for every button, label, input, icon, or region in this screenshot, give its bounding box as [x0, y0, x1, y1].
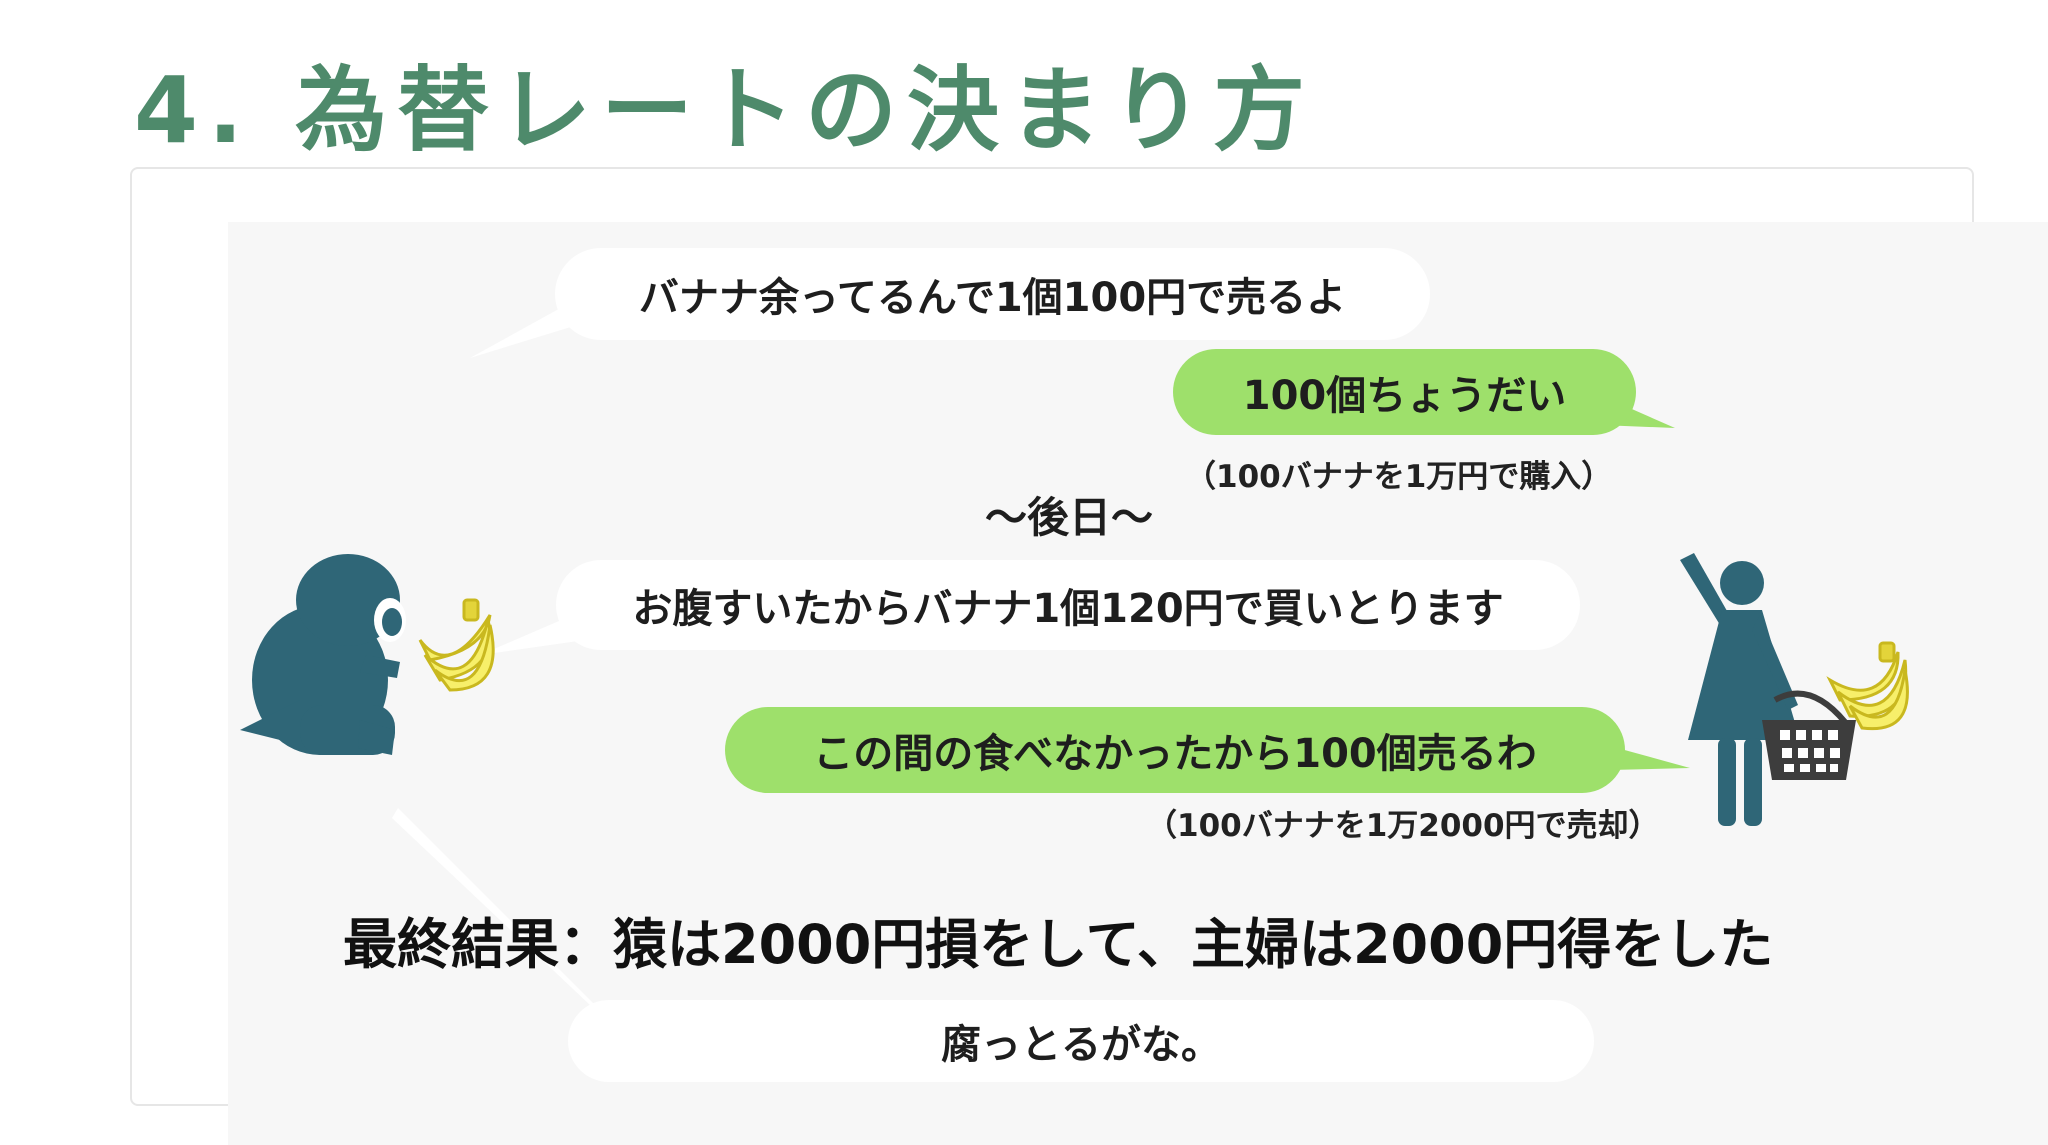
- woman-icon: [1680, 553, 1800, 826]
- basket-icon: [1762, 690, 1856, 780]
- sale-note: （100バナナを1万2000円で売却）: [1146, 808, 1660, 844]
- later-day-label: 〜後日〜: [985, 493, 1154, 542]
- bubble-tail-4: [1610, 746, 1690, 770]
- monkey-icon: [240, 554, 406, 755]
- final-result-text: 最終結果：猿は2000円損をして、主婦は2000円得をした: [343, 913, 1774, 976]
- speech-bubble-monkey-1: バナナ余ってるんで1個100円で売るよ: [555, 248, 1430, 340]
- bubble-tail-5: [392, 808, 605, 1015]
- speech-bubble-woman-2: この間の食べなかったから100個売るわ: [725, 707, 1625, 793]
- speech-text: お腹すいたからバナナ1個120円で買いとります: [632, 586, 1504, 632]
- speech-text: バナナ余ってるんで1個100円で売るよ: [638, 275, 1347, 321]
- slide-title: 4. 為替レートの決まり方: [134, 57, 1315, 164]
- speech-text: 腐っとるがな。: [941, 1022, 1221, 1068]
- speech-bubble-monkey-3: 腐っとるがな。: [568, 1000, 1594, 1082]
- speech-text: この間の食べなかったから100個売るわ: [813, 731, 1537, 777]
- banana-icon: [418, 598, 495, 692]
- purchase-note: （100バナナを1万円で購入）: [1185, 459, 1613, 495]
- speech-text: 100個ちょうだい: [1242, 373, 1567, 419]
- speech-bubble-woman-1: 100個ちょうだい: [1173, 349, 1636, 435]
- speech-bubble-monkey-2: お腹すいたからバナナ1個120円で買いとります: [556, 560, 1580, 650]
- banana-icon: [1826, 641, 1909, 731]
